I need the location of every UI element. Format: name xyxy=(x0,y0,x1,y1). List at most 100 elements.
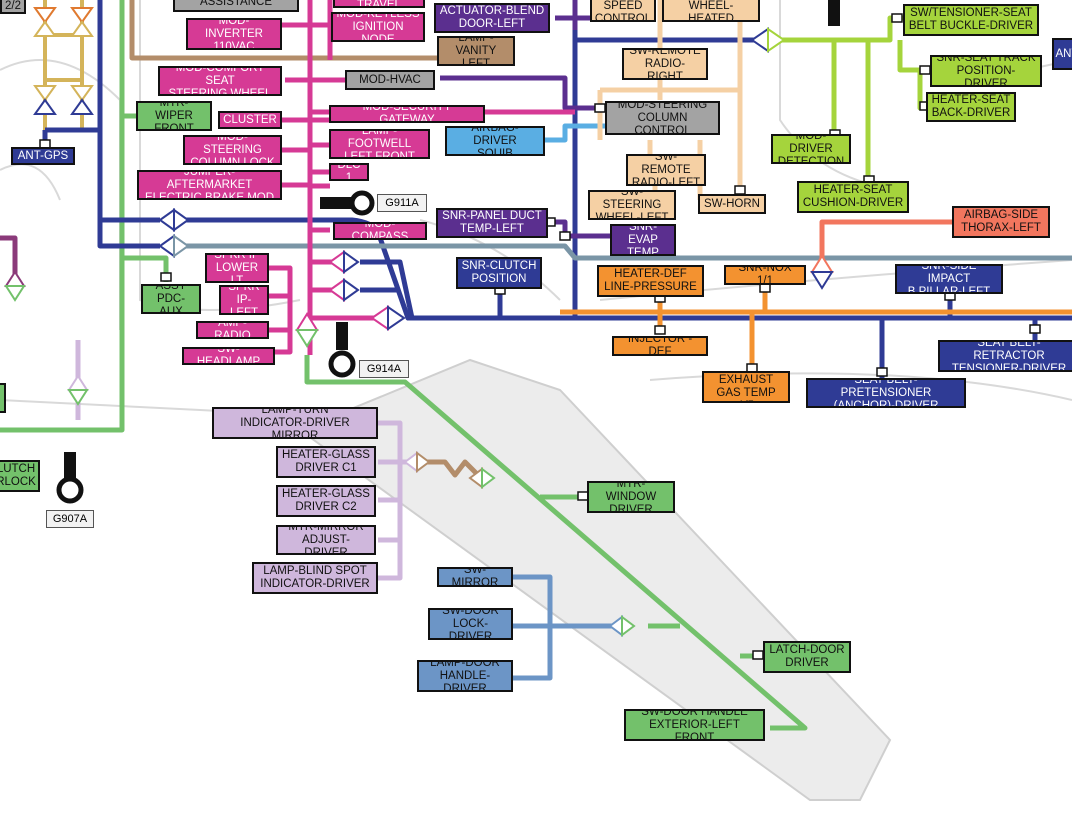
component-heater-seat-back[interactable]: HEATER-SEAT BACK-DRIVER xyxy=(926,92,1016,122)
connector-pink-green xyxy=(295,312,319,348)
component-heater-def[interactable]: HEATER-DEF LINE-PRESSURE xyxy=(597,265,704,297)
wire-blue xyxy=(545,123,605,143)
wire-lavender xyxy=(378,420,425,581)
component-lamp-blind-spot[interactable]: LAMP-BLIND SPOT INDICATOR-DRIVER xyxy=(252,562,378,594)
component-seat-belt-retractor[interactable]: SEAT BELT-RETRACTOR TENSIONER-DRIVER xyxy=(938,340,1072,372)
component-mod-hvac[interactable]: MOD-HVAC xyxy=(345,70,435,90)
component-heater-glass-c1[interactable]: HEATER-GLASS DRIVER C1 xyxy=(276,446,376,478)
ground-g907a xyxy=(56,452,84,504)
wire-navy-top xyxy=(97,0,160,249)
wire-pink xyxy=(268,0,375,355)
component-sw-steering-wheel-left[interactable]: SW-STEERING WHEEL-LEFT xyxy=(588,190,676,220)
wire-green-trunk xyxy=(0,0,125,433)
component-spkr-ip-left[interactable]: SPKR IP-LEFT xyxy=(219,285,269,315)
component-snr-evap[interactable]: SNR-EVAP TEMP xyxy=(610,224,676,256)
connector-steel-green xyxy=(608,615,636,637)
component-mod-compass[interactable]: MOD-COMPASS xyxy=(333,222,427,240)
component-snr-exhaust[interactable]: SNR-EXHAUST GAS TEMP 1/5 xyxy=(702,371,790,403)
component-cluster[interactable]: CLUSTER xyxy=(218,111,282,129)
component-sw-horn[interactable]: SW-HORN xyxy=(698,194,766,214)
connector-navy-2 xyxy=(158,234,190,258)
connector-gold-2 xyxy=(70,7,94,37)
wire-purple xyxy=(440,75,605,111)
connector-lav-brown xyxy=(403,451,431,473)
wire-purple-left xyxy=(0,235,18,280)
component-airbag-driver[interactable]: AIRBAG-DRIVER SQUIB xyxy=(445,126,545,156)
component-sw-headlamp[interactable]: SW-HEADLAMP xyxy=(182,347,275,365)
component-latch-door[interactable]: LATCH-DOOR DRIVER xyxy=(763,641,851,673)
component-jumper-brake[interactable]: JUMPER-AFTERMARKET ELECTRIC BRAKE MOD xyxy=(137,170,282,200)
component-lamp-vanity[interactable]: LAMP-VANITY LEFT xyxy=(437,36,515,66)
connector-pink-3 xyxy=(370,305,406,331)
component-sw-mirror[interactable]: SW-MIRROR xyxy=(437,567,513,587)
component-sw-remote-right[interactable]: SW-REMOTE RADIO-RIGHT xyxy=(622,48,708,80)
component-dlc1[interactable]: DLC 1 xyxy=(329,163,369,181)
component-assy-pdc[interactable]: ASSY PDC-AUX xyxy=(141,284,201,314)
component-mod-inverter[interactable]: MOD-INVERTER 110VAC xyxy=(186,18,282,50)
wire-brown xyxy=(129,0,440,61)
component-ant-gps[interactable]: ANT-GPS xyxy=(11,147,75,165)
component-mtr-mirror[interactable]: MTR-MIRROR ADJUST-DRIVER xyxy=(276,525,376,555)
component-snr-nox[interactable]: SNR-NOX 1/1 xyxy=(724,265,806,285)
ground-label-g907a: G907A xyxy=(46,510,94,528)
component-spkr-ip-lower[interactable]: SPKR IP LOWER LT xyxy=(205,253,269,283)
ground-g914a xyxy=(328,322,356,378)
component-steering-wheel-heated[interactable]: STEERING WHEEL-HEATED xyxy=(662,0,760,22)
connector-pink-2 xyxy=(328,278,360,302)
connector-lav-green xyxy=(67,374,89,406)
component-mod-security[interactable]: MOD-SECURITY GATEWAY xyxy=(329,105,485,123)
component-sw-tensioner-seat[interactable]: SW/TENSIONER-SEAT BELT BUCKLE-DRIVER xyxy=(903,4,1039,36)
component-sw-speed-control[interactable]: SW-SPEED CONTROL xyxy=(590,0,656,22)
wire-green-door xyxy=(304,355,808,731)
component-lamp-door-handle[interactable]: LAMP-DOOR HANDLE-DRIVER xyxy=(417,660,513,692)
component-mod-driver-detection[interactable]: MOD-DRIVER DETECTION xyxy=(771,134,851,164)
component-actuator-blend[interactable]: ACTUATOR-BLEND DOOR-LEFT xyxy=(434,3,550,33)
connector-purple-green xyxy=(4,270,26,302)
component-ant-cut[interactable]: ANT xyxy=(1052,38,1072,70)
component-seat-belt-pretensioner[interactable]: SEAT BELT-PRETENSIONER (ANCHOR)-DRIVER xyxy=(806,378,966,408)
component-sw-door-lock[interactable]: SW-DOOR LOCK-DRIVER xyxy=(428,608,513,640)
component-mtr-wiper[interactable]: MTR-WIPER FRONT xyxy=(136,101,212,131)
connector-brown-green xyxy=(468,467,496,489)
component-cut-green[interactable] xyxy=(0,383,6,413)
component-mod-steering-col-lock[interactable]: MOD-STEERING COLUMN LOCK xyxy=(183,135,282,165)
top-black-bar xyxy=(828,0,840,26)
connector-navy-1 xyxy=(158,208,190,232)
component-injector-def[interactable]: INJECTOR - DEF xyxy=(612,336,708,356)
component-assistance[interactable]: ASSISTANCE xyxy=(173,0,299,12)
connector-navy-lime xyxy=(750,27,786,53)
component-mod-steering-col-ctrl[interactable]: MOD-STEERING COLUMN CONTROL xyxy=(605,101,720,135)
connector-salmon-gray xyxy=(810,254,834,290)
component-clutch-interlock[interactable]: LUTCH RLOCK xyxy=(0,460,40,492)
component-mod-comfort-seat[interactable]: MOD-COMFORT SEAT STEERING WHEEL xyxy=(158,66,282,96)
component-lamp-footwell[interactable]: LAMP-FOOTWELL LEFT FRONT xyxy=(329,129,430,159)
wire-gold xyxy=(43,0,84,130)
component-pedal-travel[interactable]: PEDAL TRAVEL xyxy=(333,0,425,8)
ground-g911a xyxy=(320,190,375,216)
wire-purple-panel xyxy=(548,219,610,239)
component-snr-panel-duct[interactable]: SNR-PANEL DUCT TEMP-LEFT xyxy=(436,208,548,238)
component-snr-clutch-pos[interactable]: SNR-CLUTCH POSITION xyxy=(456,257,542,289)
component-lamp-turn-indicator[interactable]: LAMP-TURN INDICATOR-DRIVER MIRROR xyxy=(212,407,378,439)
wire-navy-pdc xyxy=(360,259,415,319)
connector-gold-4 xyxy=(70,85,94,115)
connector-pink-1 xyxy=(328,250,360,274)
wire-brown-mirror xyxy=(425,459,480,478)
component-sw-remote-left[interactable]: SW-REMOTE RADIO-LEFT xyxy=(626,154,706,186)
component-snr-side-impact[interactable]: SNR-SIDE IMPACT B PILLAR-LEFT xyxy=(895,264,1003,294)
component-mtr-window[interactable]: MTR-WINDOW DRIVER xyxy=(587,481,675,513)
component-heater-glass-c2[interactable]: HEATER-GLASS DRIVER C2 xyxy=(276,485,376,517)
page-marker: 2/2 xyxy=(0,0,26,14)
ground-label-g911a: G911A xyxy=(377,194,427,212)
ground-label-g914a: G914A xyxy=(359,360,409,378)
component-heater-seat-cushion[interactable]: HEATER-SEAT CUSHION-DRIVER xyxy=(797,181,909,213)
component-sw-door-handle-ext[interactable]: SW-DOOR HANDLE EXTERIOR-LEFT FRONT xyxy=(624,709,765,741)
component-snr-seat-track[interactable]: SNR-SEAT TRACK POSITION-DRIVER xyxy=(930,55,1042,87)
connector-gold-1 xyxy=(33,7,57,37)
component-amp-radio[interactable]: AMP-RADIO xyxy=(196,321,269,339)
connectors xyxy=(4,7,1041,660)
component-airbag-side-thorax[interactable]: AIRBAG-SIDE THORAX-LEFT xyxy=(952,206,1050,238)
connector-gold-3 xyxy=(33,85,57,115)
component-mod-keyless[interactable]: MOD-KEYLESS IGNITION NODE xyxy=(331,12,425,42)
